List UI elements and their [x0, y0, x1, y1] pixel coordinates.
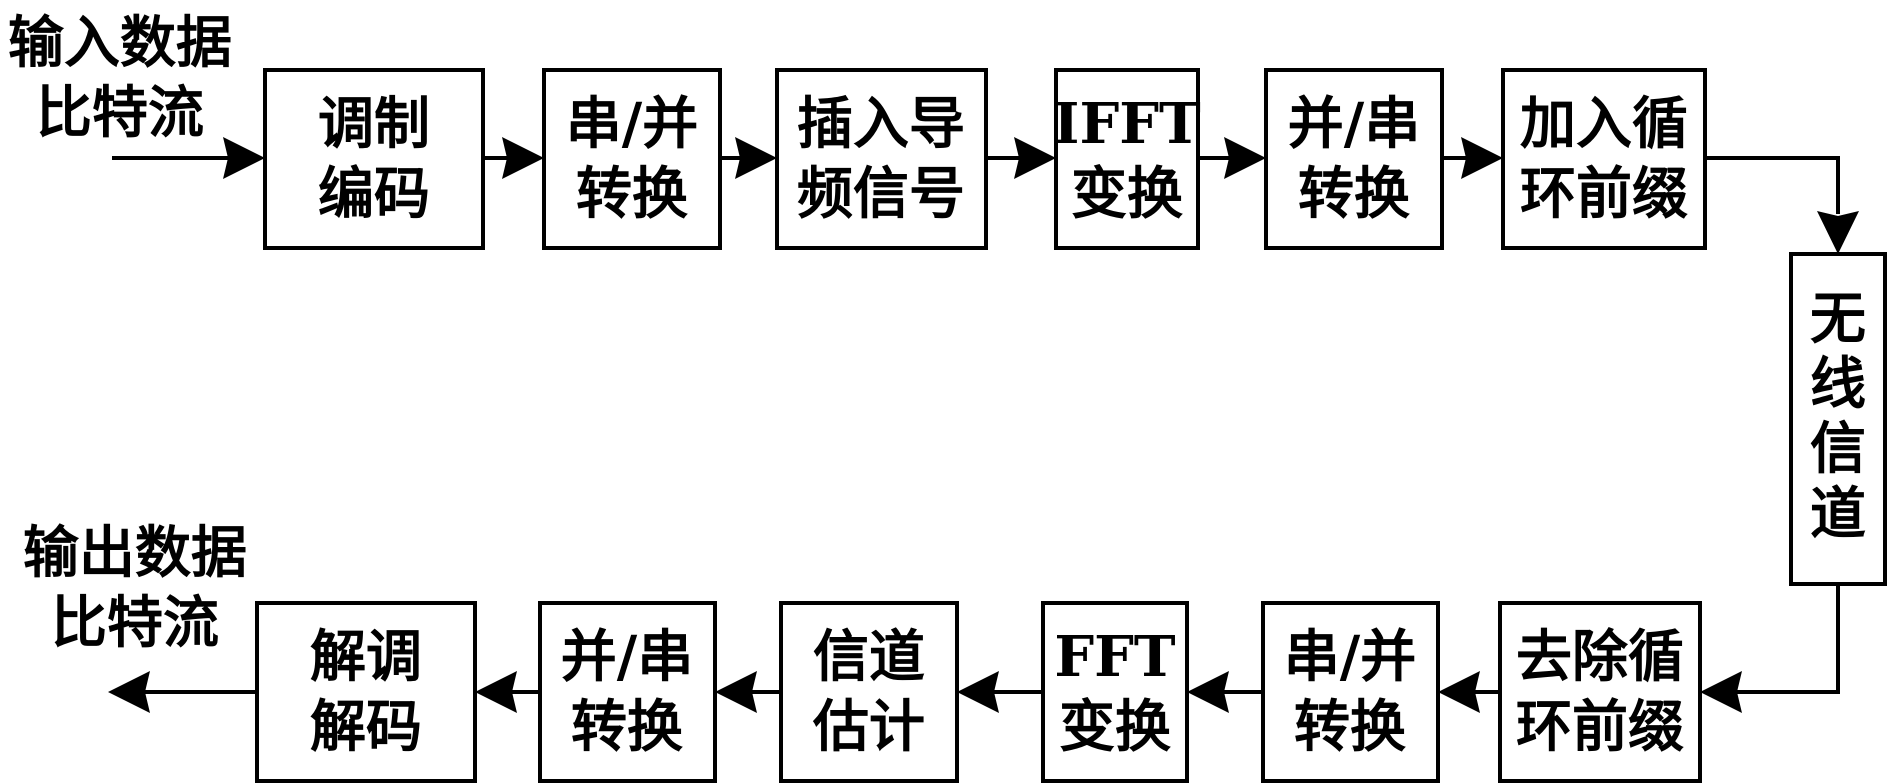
channel-char-1: 无: [1810, 286, 1866, 352]
channel-char-4: 道: [1810, 481, 1866, 547]
rx-block-parallel-to-serial-line1: 并/串: [561, 624, 693, 690]
rx-block-parallel-to-serial: 并/串 转换: [538, 601, 717, 783]
tx-arrow-4: [1198, 137, 1266, 179]
arrow-to-channel: [1705, 156, 1859, 254]
tx-block-parallel-to-serial-line1: 并/串: [1288, 91, 1420, 157]
tx-block-parallel-to-serial: 并/串 转换: [1264, 68, 1444, 250]
tx-block-modulation-line2: 编码: [318, 161, 430, 227]
rx-block-demodulation-line1: 解调: [310, 624, 422, 690]
rx-arrow-output: [108, 671, 257, 713]
arrow-from-channel: [1700, 584, 1840, 713]
tx-block-ifft-line1: IFFT: [1053, 91, 1201, 157]
rx-block-remove-cyclic-prefix-line1: 去除循: [1516, 624, 1684, 690]
tx-block-add-cyclic-prefix: 加入循 环前缀: [1501, 68, 1707, 250]
tx-arrow-1: [483, 137, 544, 179]
channel-char-3: 信: [1810, 416, 1866, 482]
tx-block-parallel-to-serial-line2: 转换: [1298, 161, 1410, 227]
rx-arrow-3: [957, 671, 1043, 713]
tx-block-add-cyclic-prefix-line2: 环前缀: [1520, 161, 1688, 227]
tx-block-modulation-line1: 调制: [318, 91, 430, 157]
rx-block-serial-to-parallel-line1: 串/并: [1284, 624, 1416, 690]
rx-arrow-1: [1438, 671, 1500, 713]
rx-block-channel-estimation-line1: 信道: [813, 624, 925, 690]
tx-block-serial-to-parallel: 串/并 转换: [542, 68, 722, 250]
input-label-line2: 比特流: [36, 80, 204, 146]
rx-block-parallel-to-serial-line2: 转换: [571, 694, 683, 760]
rx-arrow-4: [715, 671, 781, 713]
channel-char-2: 线: [1810, 351, 1866, 417]
rx-block-remove-cyclic-prefix-line2: 环前缀: [1516, 694, 1684, 760]
tx-block-ifft-line2: 变换: [1071, 161, 1183, 227]
tx-block-pilot-insertion-line2: 频信号: [797, 161, 965, 227]
tx-block-serial-to-parallel-line1: 串/并: [566, 91, 698, 157]
output-label-line2: 比特流: [51, 590, 219, 656]
rx-block-serial-to-parallel: 串/并 转换: [1261, 601, 1440, 783]
input-label-line1: 输入数据: [8, 10, 232, 76]
tx-block-pilot-insertion: 插入导 频信号: [775, 68, 988, 250]
tx-block-serial-to-parallel-line2: 转换: [576, 161, 688, 227]
tx-arrow-input: [112, 137, 265, 179]
rx-block-demodulation-line2: 解码: [310, 694, 422, 760]
tx-block-modulation: 调制 编码: [263, 68, 485, 250]
wireless-channel-block: 无 线 信 道: [1789, 252, 1887, 586]
tx-arrow-3: [986, 137, 1056, 179]
rx-block-channel-estimation-line2: 估计: [812, 694, 925, 760]
rx-block-channel-estimation: 信道 估计: [779, 601, 959, 783]
tx-block-add-cyclic-prefix-line1: 加入循: [1520, 91, 1688, 157]
rx-arrow-5: [475, 671, 540, 713]
tx-arrow-5: [1442, 137, 1503, 179]
tx-block-ifft: IFFT 变换: [1053, 68, 1201, 250]
rx-arrow-2: [1187, 671, 1263, 713]
rx-block-serial-to-parallel-line2: 转换: [1294, 694, 1406, 760]
rx-block-fft-line1: FFT: [1054, 624, 1176, 690]
rx-block-fft-line2: 变换: [1059, 694, 1171, 760]
output-label-line1: 输出数据: [23, 520, 247, 586]
rx-block-remove-cyclic-prefix: 去除循 环前缀: [1498, 601, 1702, 783]
tx-arrow-2: [720, 137, 777, 179]
tx-block-pilot-insertion-line1: 插入导: [797, 91, 965, 157]
rx-block-fft: FFT 变换: [1041, 601, 1189, 783]
rx-block-demodulation: 解调 解码: [255, 601, 477, 783]
